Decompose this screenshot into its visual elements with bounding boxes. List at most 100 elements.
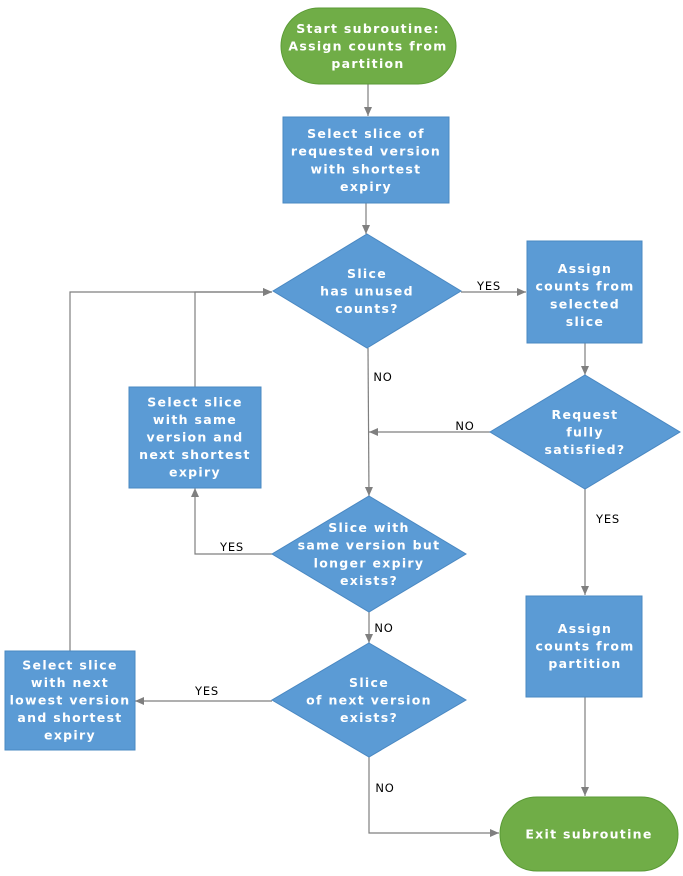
- node-has-unused: Slice has unused counts?: [272, 233, 462, 349]
- connector-request-satisfied-no: [369, 428, 490, 436]
- connector-line: [194, 488, 272, 555]
- node-label-line: satisfied?: [545, 442, 626, 457]
- edge-label-no: NO: [375, 781, 394, 795]
- terminal-shape: [280, 7, 457, 85]
- connector-next-version-no: [368, 757, 499, 837]
- node-label-line: expiry: [340, 179, 392, 194]
- process-shape: [128, 386, 262, 489]
- node-label-line: version and: [147, 430, 244, 445]
- node-label-line: exists?: [340, 573, 398, 588]
- decision-shape: [489, 374, 681, 490]
- arrowhead-icon: [365, 634, 373, 643]
- node-label-line: counts?: [335, 301, 399, 316]
- connector-line: [69, 291, 272, 651]
- connector-longer-expiry-yes: [191, 488, 272, 555]
- connector-select-same-version-loop: [194, 288, 272, 387]
- nodes: Start subroutine: Assign counts from parti…: [4, 7, 681, 872]
- node-label-line: longer expiry: [314, 555, 425, 570]
- terminal-shape: [499, 796, 679, 872]
- node-label-line: Select slice: [147, 394, 242, 409]
- connector-line: [368, 757, 499, 834]
- connector-longer-expiry-no: [365, 612, 373, 643]
- node-label-line: Assign counts from: [288, 39, 447, 54]
- connector-line: [194, 291, 272, 387]
- arrowhead-icon: [364, 107, 372, 116]
- arrowhead-icon: [581, 586, 589, 595]
- node-label-line: requested version: [291, 144, 441, 159]
- node-label-line: Request: [552, 407, 619, 422]
- node-label-line: next shortest: [139, 447, 251, 462]
- node-select-next-lowest: Select slice with next lowest version and s…: [4, 650, 136, 751]
- node-label-line: has unused: [320, 284, 414, 299]
- arrowhead-icon: [362, 225, 370, 234]
- process-shape: [282, 116, 450, 204]
- process-shape: [525, 595, 643, 698]
- arrowhead-icon: [369, 428, 378, 436]
- arrowhead-icon: [364, 486, 373, 496]
- node-label-line: Slice with: [328, 520, 410, 535]
- connector-start-to-select-requested: [364, 84, 372, 116]
- arrowhead-icon: [490, 829, 499, 837]
- node-label-line: slice: [566, 314, 604, 329]
- connector-assign-selected-to-request-satisfied: [581, 343, 589, 375]
- node-label-line: Assign: [558, 621, 613, 636]
- node-label-line: expiry: [169, 465, 221, 480]
- node-label-line: Slice: [347, 266, 387, 281]
- edge-label-no: NO: [374, 621, 393, 635]
- decision-shape: [272, 233, 462, 349]
- node-label-line: same version but: [298, 538, 441, 553]
- node-label-line: expiry: [44, 728, 96, 743]
- node-label-line: exists?: [340, 710, 398, 725]
- node-label-line: Exit subroutine: [525, 827, 652, 842]
- process-shape: [4, 650, 136, 751]
- arrowhead-icon: [517, 288, 526, 296]
- edge-label-yes: YES: [595, 512, 620, 526]
- node-label-line: counts from: [535, 639, 634, 654]
- connector-line: [367, 347, 370, 497]
- node-label-line: counts from: [535, 279, 634, 294]
- connectors: [69, 84, 589, 837]
- edge-label-yes: YES: [219, 540, 244, 554]
- node-label-line: partition: [331, 56, 404, 71]
- node-start: Start subroutine: Assign counts from parti…: [280, 7, 457, 85]
- node-label-line: Assign: [558, 261, 613, 276]
- process-shape: [526, 240, 643, 344]
- node-select-requested: Select slice of requested version with sho…: [282, 116, 450, 204]
- node-next-version-exists: Slice of next version exists?: [271, 642, 467, 758]
- node-label-line: partition: [548, 656, 621, 671]
- node-label-line: Start subroutine:: [296, 21, 440, 36]
- node-label-line: and shortest: [17, 710, 122, 725]
- node-label-line: with next: [31, 675, 109, 690]
- connector-assign-partition-to-exit: [581, 697, 589, 796]
- arrowhead-icon: [263, 288, 272, 296]
- connector-select-next-lowest-loop: [69, 288, 272, 651]
- connector-has-unused-yes: [461, 288, 526, 296]
- connector-has-unused-no: [364, 347, 373, 497]
- node-label-line: Slice: [349, 675, 389, 690]
- node-longer-expiry-exists: Slice with same version but longer expiry e…: [271, 495, 467, 613]
- arrowhead-icon: [135, 697, 144, 705]
- node-assign-partition: Assign counts from partition: [525, 595, 643, 698]
- node-exit: Exit subroutine: [499, 796, 679, 872]
- node-label-line: of next version: [306, 693, 432, 708]
- arrowhead-icon: [581, 787, 589, 796]
- node-label-line: with same: [153, 412, 237, 427]
- edge-labels: YES NO NO YES YES NO YES NO: [194, 279, 620, 795]
- node-label-line: with shortest: [311, 161, 422, 176]
- node-label-line: Select slice: [22, 657, 117, 672]
- edge-label-yes: YES: [194, 684, 219, 698]
- node-label-line: Select slice of: [307, 126, 425, 141]
- connector-select-requested-to-has-unused: [362, 203, 370, 234]
- edge-label-yes: YES: [476, 279, 501, 293]
- connector-next-version-yes: [135, 697, 272, 705]
- edge-label-no: NO: [373, 370, 392, 384]
- edge-label-no: NO: [455, 419, 474, 433]
- arrowhead-icon: [581, 366, 589, 375]
- arrowhead-icon: [191, 488, 199, 497]
- decision-shape: [271, 495, 467, 613]
- decision-shape: [271, 642, 467, 758]
- node-label-line: lowest version: [10, 693, 131, 708]
